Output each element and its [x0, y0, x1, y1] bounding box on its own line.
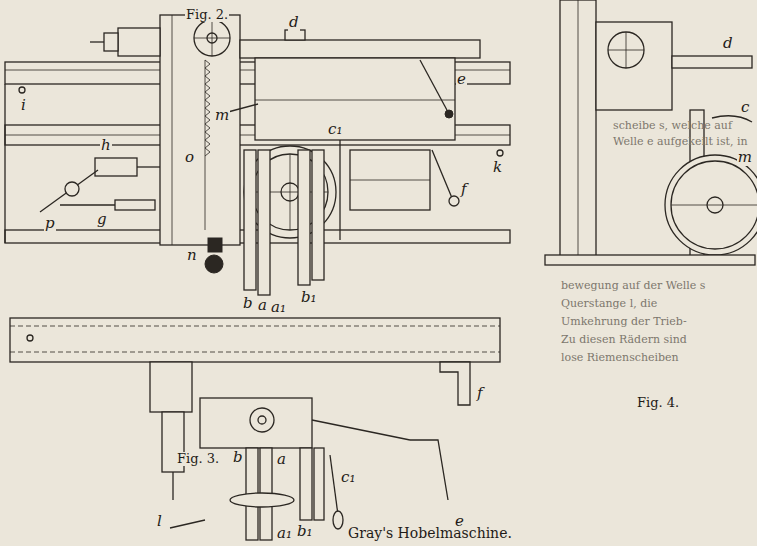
bleed-text: scheibe s, welche auf: [612, 120, 733, 132]
callout-letter: a: [276, 452, 287, 468]
callout-letter: e: [456, 72, 467, 88]
callout-letter: b₁: [296, 524, 314, 540]
figure-label: Fig. 3.: [176, 452, 220, 466]
figure-caption: Gray's Hobelmaschine.: [347, 526, 513, 541]
callout-letter: d: [288, 15, 300, 31]
fig2-elevation: [5, 15, 510, 295]
callout-letter: b: [242, 296, 254, 312]
bleed-text: bewegung auf der Welle s: [560, 280, 706, 292]
fig4-end-view: [545, 0, 757, 265]
callout-letter: n: [186, 248, 198, 264]
figure-label: Fig. 2.: [185, 8, 229, 22]
callout-letter: a: [257, 298, 268, 314]
callout-letter: c₁: [327, 122, 343, 138]
callout-letter: m: [214, 108, 230, 124]
bleed-text: Querstange l, die: [560, 298, 658, 310]
callout-letter: p: [44, 216, 56, 232]
callout-letter: k: [492, 160, 503, 176]
bleed-text: Zu diesen Rädern sind: [560, 334, 688, 346]
bleed-text: Umkehrung der Trieb-: [560, 316, 688, 328]
callout-letter: g: [96, 212, 108, 228]
callout-letter: i: [20, 98, 27, 114]
bleed-text: lose Riemenscheiben: [560, 352, 680, 364]
fig3-plan: [10, 318, 500, 540]
callout-letter: d: [722, 36, 734, 52]
callout-letter: c: [740, 100, 750, 116]
callout-letter: o: [184, 150, 195, 166]
callout-letter: f: [460, 182, 468, 198]
callout-letter: a₁: [276, 526, 293, 542]
callout-letter: b₁: [300, 290, 318, 306]
callout-letter: h: [100, 138, 112, 154]
callout-letter: a₁: [270, 300, 287, 316]
callout-letter: m: [737, 150, 753, 166]
figure-label: Fig. 4.: [636, 396, 680, 410]
bleed-text: Welle e aufgekeilt ist, in: [612, 136, 749, 148]
callout-letter: f: [476, 386, 484, 402]
callout-letter: b: [232, 450, 244, 466]
callout-letter: c₁: [340, 470, 356, 486]
callout-letter: l: [156, 514, 163, 530]
